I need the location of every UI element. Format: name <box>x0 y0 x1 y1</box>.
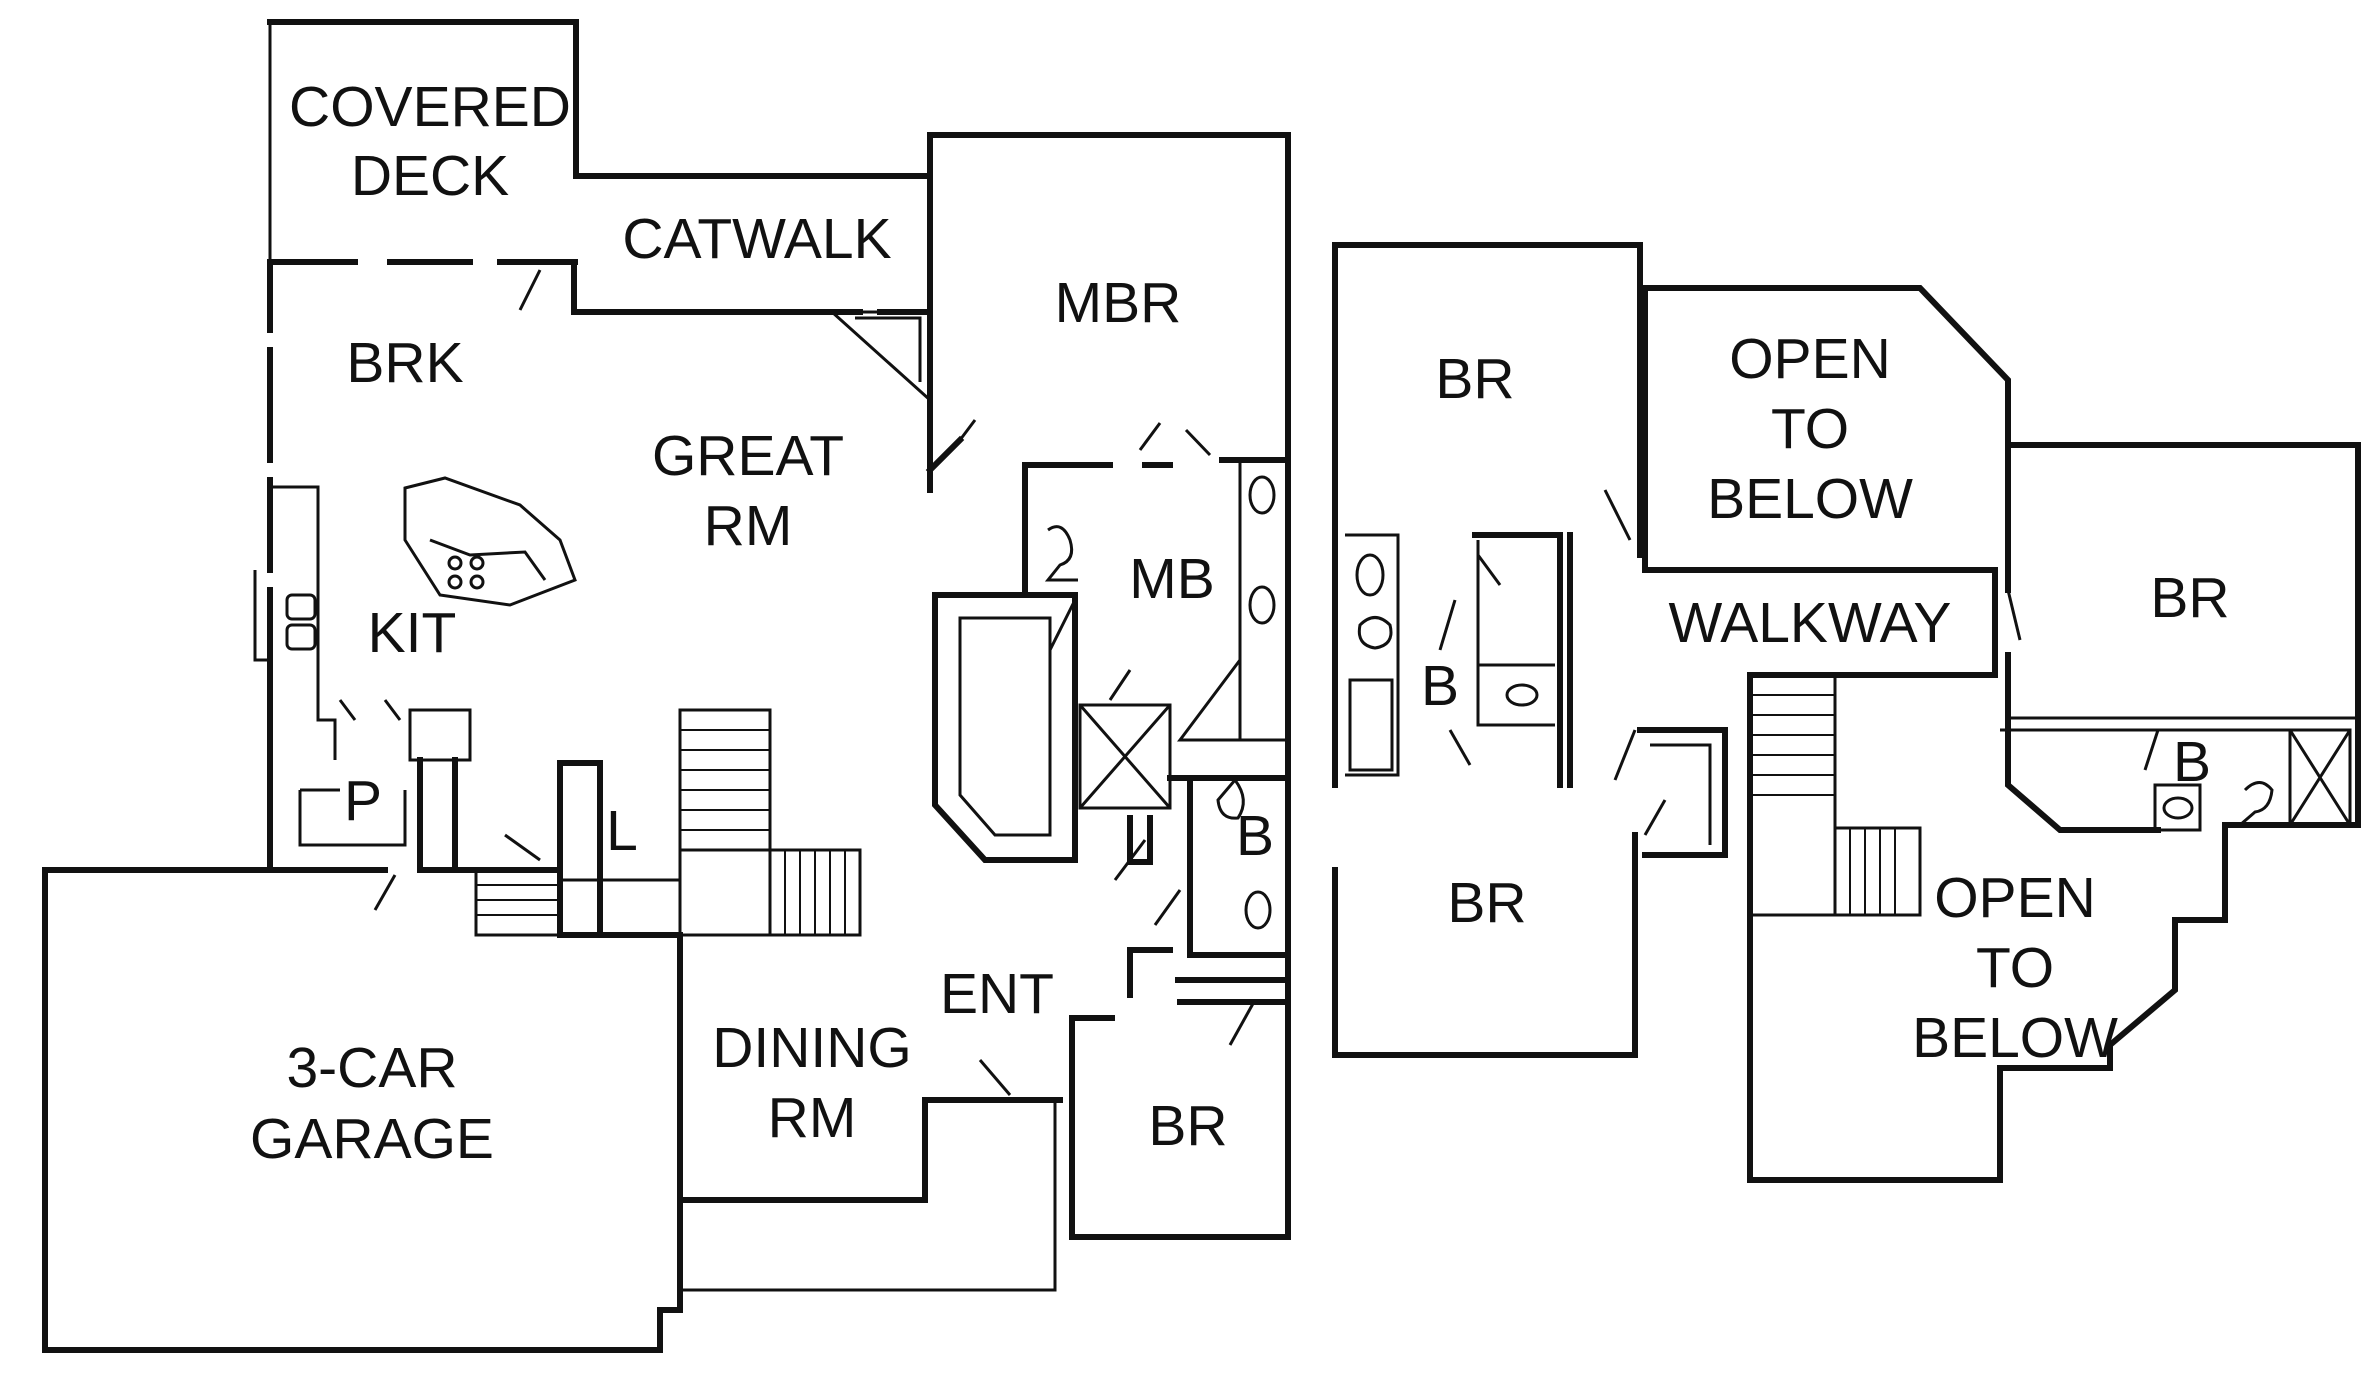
room-label-dining-rm-line1: DINING <box>712 1016 912 1080</box>
room-label-open-to-below-top-line1: OPEN <box>1729 327 1891 391</box>
kitchen-island <box>285 476 577 651</box>
upper-floor-doors <box>1438 489 2160 836</box>
room-label-open-to-below-top-line2: TO <box>1771 397 1849 461</box>
room-label-kit: KIT <box>368 601 457 665</box>
room-label-covered-deck-line1: COVERED <box>289 75 571 139</box>
room-label-upper-br-top-left: BR <box>1435 347 1514 411</box>
room-label-open-to-below-bottom-line3: BELOW <box>1912 1006 2118 1070</box>
room-label-br-front: BR <box>1148 1094 1227 1158</box>
room-label-upper-bath-left: B <box>1421 654 1459 718</box>
room-label-upper-bath-right: B <box>2173 730 2211 794</box>
room-labels: COVERED DECK CATWALK BRK GREAT RM MBR MB… <box>250 75 2230 1171</box>
room-label-garage-line2: GARAGE <box>250 1107 494 1171</box>
room-label-pantry: P <box>344 769 382 833</box>
room-label-upper-br-bottom-left: BR <box>1447 871 1526 935</box>
room-label-ent: ENT <box>940 962 1054 1026</box>
room-label-upper-br-right: BR <box>2150 566 2229 630</box>
room-label-covered-deck-line2: DECK <box>351 144 509 208</box>
room-label-open-to-below-top-line3: BELOW <box>1707 467 1913 531</box>
room-label-brk: BRK <box>346 331 463 395</box>
upper-floor-walls <box>1332 242 2361 1183</box>
room-label-garage-line1: 3-CAR <box>286 1036 457 1100</box>
main-stairs <box>678 708 862 937</box>
main-floor-doors <box>338 269 1257 1096</box>
room-label-laundry: L <box>606 799 638 863</box>
room-label-open-to-below-bottom-line2: TO <box>1976 936 2054 1000</box>
room-label-mb: MB <box>1129 547 1215 611</box>
room-label-open-to-below-bottom-line1: OPEN <box>1934 866 2096 930</box>
room-label-mbr: MBR <box>1055 271 1182 335</box>
room-label-great-rm-line2: RM <box>704 494 793 558</box>
room-label-catwalk: CATWALK <box>622 207 891 271</box>
room-label-great-rm-line1: GREAT <box>652 424 844 488</box>
room-label-dining-rm-line2: RM <box>768 1086 857 1150</box>
main-floor-walls <box>42 19 1291 1353</box>
room-label-bath: B <box>1236 804 1274 868</box>
room-label-walkway: WALKWAY <box>1669 591 1952 655</box>
